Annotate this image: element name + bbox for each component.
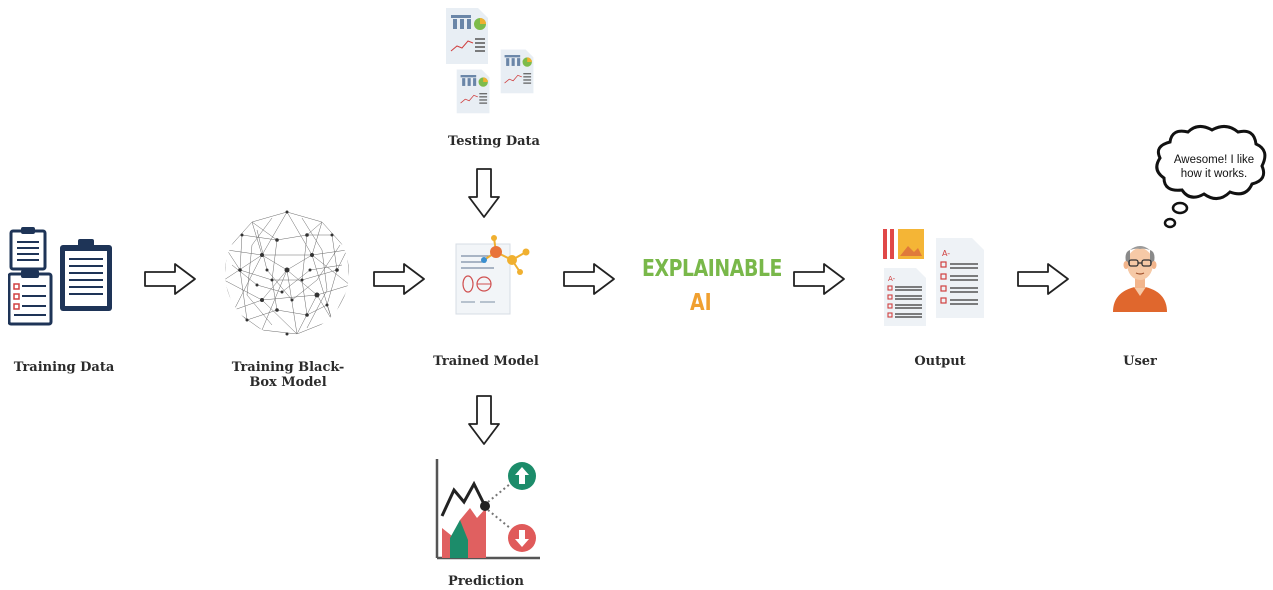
user-label: User [1123,354,1157,369]
arrow-right-4 [793,263,845,295]
network-sphere-icon [225,210,349,336]
user-avatar-icon [1113,246,1167,312]
speech-text: Awesome! I like how it works. [1173,154,1255,180]
thought-bubble-icon [1155,125,1267,229]
training-data-icon [8,227,112,326]
arrow-right-2 [373,263,425,295]
black-box-label: Training Black- Box Model [231,360,345,390]
explainable-text: EXPLAINABLE [642,256,783,282]
training-data-label: Training Data [13,360,115,375]
ai-text: AI [690,290,712,316]
prediction-chart-icon [435,459,540,560]
arrow-down-1 [468,168,500,218]
trained-model-label: Trained Model [433,354,539,369]
testing-data-icon [446,8,534,114]
arrow-right-1 [144,263,196,295]
svg-text:A-: A- [942,249,950,258]
output-label: Output [914,354,966,369]
arrow-right-5 [1017,263,1069,295]
arrow-right-3 [563,263,615,295]
svg-text:A-: A- [888,275,896,283]
arrow-down-2 [468,395,500,445]
prediction-label: Prediction [448,574,524,589]
output-icon: A- A- [883,229,984,326]
trained-model-icon [455,235,530,315]
testing-data-label: Testing Data [448,134,540,149]
